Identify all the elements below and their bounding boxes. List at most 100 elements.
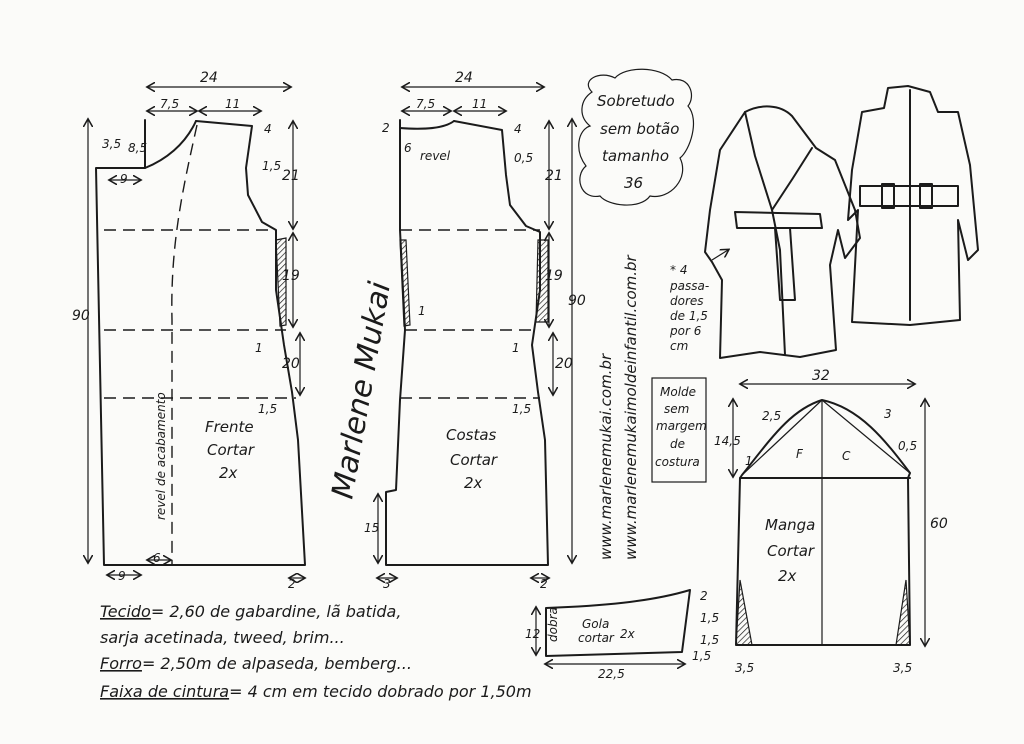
front-waist-hip-label: 20 [282, 356, 300, 372]
collar-top-label: 2 [700, 589, 708, 603]
collar-fold-label: dobra [546, 607, 560, 642]
website-url-2: www.marlenemukaimoldeinfantil.com.br [622, 254, 640, 560]
back-pattern: 24 7,5 11 4 2 6 revel 0,5 21 19 20 1 1 1… [364, 70, 586, 591]
sleeve-cap-right-label: 3 [884, 407, 892, 421]
sleeve-cap-left-label: 2,5 [762, 409, 781, 423]
back-title: Costas [446, 426, 497, 444]
front-collar-drop-label: 8,5 [128, 141, 147, 155]
back-length-label: 90 [568, 293, 586, 309]
no-seam-line-3: margem [656, 419, 707, 433]
no-seam-line-2: sem [664, 402, 689, 416]
back-hem-left-label: 3 [383, 577, 391, 591]
back-armhole-label: 21 [545, 168, 563, 184]
front-title: Frente [205, 418, 254, 436]
title-cloud: Sobretudo sem botão tamanho 36 [578, 68, 694, 206]
notes-line-1-label: Tecido [100, 602, 151, 621]
front-hip-label: 1,5 [258, 402, 277, 416]
collar-side3-label: 1,5 [692, 649, 711, 663]
front-qty-label: 2x [219, 464, 238, 482]
collar-side1-label: 1,5 [700, 611, 719, 625]
notes-line-4: Faixa de cintura= 4 cm em tecido dobrado… [100, 682, 532, 701]
front-shoulder-drop-label: 4 [264, 122, 272, 136]
front-neck-label: 7,5 [160, 97, 179, 111]
back-vent-label: 15 [364, 521, 379, 535]
notes-line-1: Tecido= 2,60 de gabardine, lã batida, [100, 602, 401, 621]
front-pattern: 24 7,5 11 4 8,5 3,5 21 1,5 19 20 1 1,5 9… [72, 70, 305, 591]
back-width-label: 24 [455, 70, 473, 86]
front-bust-waist-label: 19 [282, 268, 300, 284]
notes-line-3-text: = 2,50m de alpaseda, bemberg... [142, 654, 412, 673]
sleeve-side-left-label: 1 [745, 454, 753, 468]
designer-signature: Marlene Mukai [325, 279, 398, 502]
back-hip-label: 1,5 [512, 402, 531, 416]
back-qty-label: 2x [464, 474, 483, 492]
front-one-label: 1 [255, 341, 263, 355]
title-line-4: 36 [624, 174, 643, 192]
front-armhole-ease-label: 1,5 [262, 159, 281, 173]
collar-cut-label: cortar [578, 631, 615, 645]
website-url-1: www.marlenemukai.com.br [597, 353, 615, 560]
front-length-label: 90 [72, 308, 90, 324]
front-width-label: 24 [200, 70, 218, 86]
front-cut-label: Cortar [207, 441, 255, 459]
sleeve-side-right-label: 0,5 [898, 439, 917, 453]
collar-pattern: 12 22,5 2 1,5 1,5 1,5 dobra Gola cortar … [525, 589, 719, 681]
collar-height-label: 12 [525, 627, 540, 641]
front-shoulder-label: 11 [225, 97, 240, 111]
front-lap-label: 9 [118, 569, 126, 583]
back-cut-label: Cortar [450, 451, 498, 469]
front-hem-left-label: 9 [120, 172, 128, 186]
back-waist-hip-label: 20 [555, 356, 573, 372]
front-armhole-label: 21 [282, 168, 300, 184]
front-facing-width-label: 6 [153, 551, 161, 565]
title-line-2: sem botão [600, 120, 679, 138]
coat-illustration-back [847, 85, 979, 326]
passadores-line-1: * 4 [670, 263, 687, 277]
front-hem-right-label: 2 [288, 577, 296, 591]
notes-line-1-text: = 2,60 de gabardine, lã batida, [151, 602, 402, 621]
back-top-left-label: 2 [382, 121, 390, 135]
back-neck-label: 7,5 [416, 97, 435, 111]
back-one-label-left: 1 [418, 304, 426, 318]
notes-line-3: Forro= 2,50m de alpaseda, bemberg... [100, 654, 412, 673]
notes-line-4-label: Faixa de cintura [100, 682, 229, 701]
collar-title: Gola [582, 617, 609, 631]
sleeve-cap-height-label: 14,5 [714, 434, 741, 448]
sleeve-hem-right-label: 3,5 [893, 661, 912, 675]
passadores-line-2: passa- [669, 279, 709, 293]
passadores-note: * 4 passa- dores de 1,5 por 6 cm [669, 250, 728, 353]
passadores-line-4: de 1,5 [670, 309, 708, 323]
fabric-notes: Tecido= 2,60 de gabardine, lã batida, sa… [100, 602, 532, 701]
back-bust-waist-label: 19 [545, 268, 563, 284]
back-hem-right-label: 2 [540, 577, 548, 591]
notes-line-2: sarja acetinada, tweed, brim... [100, 628, 345, 647]
no-seam-line-1: Molde [660, 385, 696, 399]
sleeve-length-label: 60 [930, 516, 948, 532]
sleeve-qty-label: 2x [778, 567, 797, 585]
passadores-line-5: por 6 [669, 324, 702, 338]
front-side-label: 3,5 [102, 137, 121, 151]
no-seam-line-4: de [670, 437, 685, 451]
passadores-line-6: cm [670, 339, 688, 353]
back-revel-label: revel [420, 149, 451, 163]
back-shoulder-drop-label: 4 [514, 122, 522, 136]
sleeve-cut-label: Cortar [767, 542, 815, 560]
coat-illustration-front [704, 105, 861, 359]
collar-qty-label: 2x [620, 627, 636, 641]
front-facing-label: revel de acabamento [154, 392, 168, 520]
sleeve-hem-left-label: 3,5 [735, 661, 754, 675]
sleeve-width-label: 32 [812, 368, 830, 384]
no-seam-note: Molde sem margem de costura [651, 377, 707, 483]
notes-line-4-text: = 4 cm em tecido dobrado por 1,50m [229, 682, 531, 701]
sleeve-pattern: 32 14,5 2,5 3 1 0,5 60 3,5 3,5 F C Manga… [714, 368, 948, 675]
back-one-label-right: 1 [512, 341, 520, 355]
back-neck-depth-label: 6 [404, 141, 412, 155]
sleeve-front-mark: F [796, 447, 804, 461]
back-armhole-ease-label: 0,5 [514, 151, 533, 165]
passadores-line-3: dores [670, 294, 704, 308]
back-shoulder-label: 11 [472, 97, 487, 111]
collar-side2-label: 1,5 [700, 633, 719, 647]
title-line-3: tamanho [602, 147, 669, 165]
sleeve-title: Manga [765, 516, 815, 534]
